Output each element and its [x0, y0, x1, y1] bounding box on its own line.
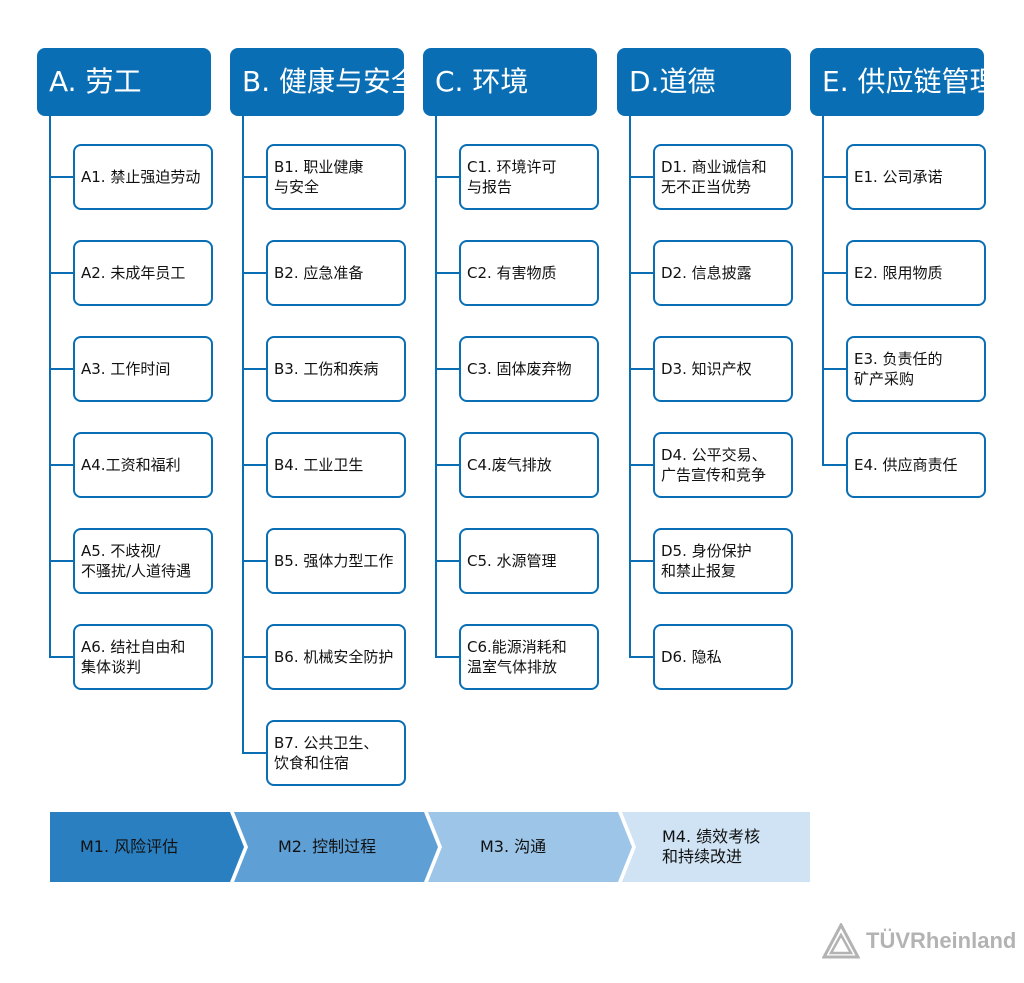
connector-branch: [49, 176, 73, 178]
item-box-e4: E4. 供应商责任: [846, 432, 986, 498]
item-box-c1: C1. 环境许可 与报告: [459, 144, 599, 210]
connector-branch: [242, 176, 266, 178]
item-box-b1: B1. 职业健康 与安全: [266, 144, 406, 210]
logo-text: TÜVRheinland: [866, 928, 1017, 953]
connector-branch: [242, 272, 266, 274]
process-step-shape-m4: [622, 812, 810, 882]
item-box-a4: A4.工资和福利: [73, 432, 213, 498]
connector-branch: [242, 368, 266, 370]
connector-branch: [629, 176, 653, 178]
item-box-c6: C6.能源消耗和 温室气体排放: [459, 624, 599, 690]
process-step-label-m2: M2. 控制过程: [278, 837, 377, 856]
item-box-e3: E3. 负责任的 矿产采购: [846, 336, 986, 402]
connector-branch: [242, 560, 266, 562]
connector-branch: [435, 656, 459, 658]
connector-branch: [49, 560, 73, 562]
process-step-label-m4: M4. 绩效考核 和持续改进: [662, 827, 761, 866]
connector-trunk-e: [822, 116, 824, 466]
category-header-b: B. 健康与安全: [230, 48, 404, 116]
item-box-c2: C2. 有害物质: [459, 240, 599, 306]
process-step-label-m1: M1. 风险评估: [80, 837, 179, 856]
item-box-d5: D5. 身份保护 和禁止报复: [653, 528, 793, 594]
item-box-a2: A2. 未成年员工: [73, 240, 213, 306]
connector-branch: [822, 368, 846, 370]
connector-branch: [822, 272, 846, 274]
item-box-a6: A6. 结社自由和 集体谈判: [73, 624, 213, 690]
item-box-b6: B6. 机械安全防护: [266, 624, 406, 690]
item-box-d3: D3. 知识产权: [653, 336, 793, 402]
item-box-a1: A1. 禁止强迫劳动: [73, 144, 213, 210]
item-box-a3: A3. 工作时间: [73, 336, 213, 402]
category-header-e: E. 供应链管理: [810, 48, 984, 116]
process-step-shape-m3: [428, 812, 632, 882]
process-step-shape-m2: [234, 812, 438, 882]
connector-branch: [629, 464, 653, 466]
item-box-c3: C3. 固体废弃物: [459, 336, 599, 402]
connector-branch: [435, 464, 459, 466]
connector-trunk-a: [49, 116, 51, 658]
connector-branch: [435, 272, 459, 274]
item-box-b4: B4. 工业卫生: [266, 432, 406, 498]
item-box-d4: D4. 公平交易、 广告宣传和竞争: [653, 432, 793, 498]
tuv-rheinland-logo: TÜVRheinland: [822, 922, 1016, 960]
item-box-c4: C4.废气排放: [459, 432, 599, 498]
category-header-c: C. 环境: [423, 48, 597, 116]
process-chevron-bar: [50, 812, 810, 882]
connector-branch: [242, 464, 266, 466]
connector-branch: [822, 464, 846, 466]
connector-trunk-b: [242, 116, 244, 754]
item-box-b2: B2. 应急准备: [266, 240, 406, 306]
connector-trunk-d: [629, 116, 631, 658]
process-step-shape-m1: [50, 812, 244, 882]
connector-branch: [49, 656, 73, 658]
item-box-d2: D2. 信息披露: [653, 240, 793, 306]
item-box-a5: A5. 不歧视/ 不骚扰/人道待遇: [73, 528, 213, 594]
connector-branch: [49, 368, 73, 370]
connector-branch: [822, 176, 846, 178]
connector-branch: [435, 176, 459, 178]
connector-branch: [242, 752, 266, 754]
tuv-triangle-logo-icon: [822, 923, 860, 959]
process-step-label-m3: M3. 沟通: [480, 837, 547, 856]
connector-branch: [49, 272, 73, 274]
connector-branch: [629, 368, 653, 370]
item-box-b3: B3. 工伤和疾病: [266, 336, 406, 402]
category-header-a: A. 劳工: [37, 48, 211, 116]
item-box-d1: D1. 商业诚信和 无不正当优势: [653, 144, 793, 210]
connector-branch: [242, 656, 266, 658]
connector-branch: [435, 560, 459, 562]
item-box-b5: B5. 强体力型工作: [266, 528, 406, 594]
connector-branch: [49, 464, 73, 466]
item-box-b7: B7. 公共卫生、 饮食和住宿: [266, 720, 406, 786]
connector-branch: [629, 560, 653, 562]
item-box-e1: E1. 公司承诺: [846, 144, 986, 210]
connector-branch: [629, 272, 653, 274]
category-header-d: D.道德: [617, 48, 791, 116]
connector-branch: [629, 656, 653, 658]
connector-trunk-c: [435, 116, 437, 658]
item-box-c5: C5. 水源管理: [459, 528, 599, 594]
connector-branch: [435, 368, 459, 370]
item-box-e2: E2. 限用物质: [846, 240, 986, 306]
item-box-d6: D6. 隐私: [653, 624, 793, 690]
